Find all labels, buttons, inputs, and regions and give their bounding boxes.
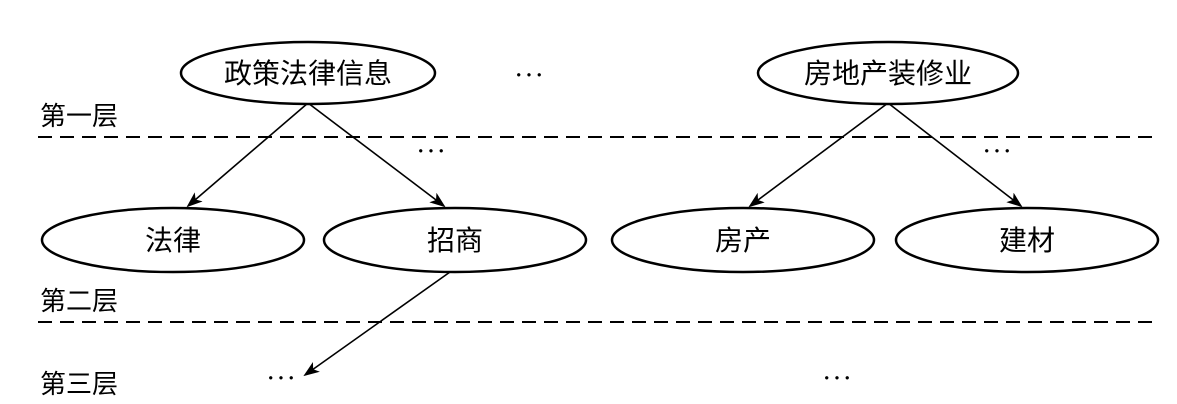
layer-label-third: 第三层: [40, 370, 118, 400]
layer-label-second: 第二层: [40, 287, 118, 317]
ellipsis-level3-left: ···: [267, 364, 298, 394]
edge-policy-to-law: [186, 102, 309, 208]
node-property: 房产: [610, 206, 876, 274]
node-policy-law-info: 政策法律信息: [179, 40, 437, 106]
node-real-estate-decoration: 房地产装修业: [756, 40, 1020, 106]
ellipsis-policy-children: ···: [417, 137, 448, 167]
node-building-materials: 建材: [894, 206, 1160, 274]
node-building-materials-label: 建材: [999, 224, 1055, 257]
node-property-label: 房产: [715, 224, 771, 257]
edge-realestate-to-materials: [887, 102, 1023, 208]
node-investment-label: 招商: [427, 224, 483, 257]
ellipsis-realestate-children: ···: [983, 137, 1014, 167]
layer-label-first: 第一层: [40, 102, 118, 132]
edge-policy-to-investment: [307, 102, 446, 208]
node-investment: 招商: [322, 206, 588, 274]
node-law: 法律: [40, 206, 306, 274]
ellipsis-level1: ···: [515, 61, 546, 91]
node-law-label: 法律: [145, 224, 201, 257]
edge-realestate-to-property: [748, 102, 889, 208]
ellipsis-level3-right: ···: [823, 364, 854, 394]
node-policy-law-info-label: 政策法律信息: [224, 57, 392, 90]
node-real-estate-decoration-label: 房地产装修业: [804, 57, 972, 90]
edge-investment-to-third: [303, 271, 451, 377]
